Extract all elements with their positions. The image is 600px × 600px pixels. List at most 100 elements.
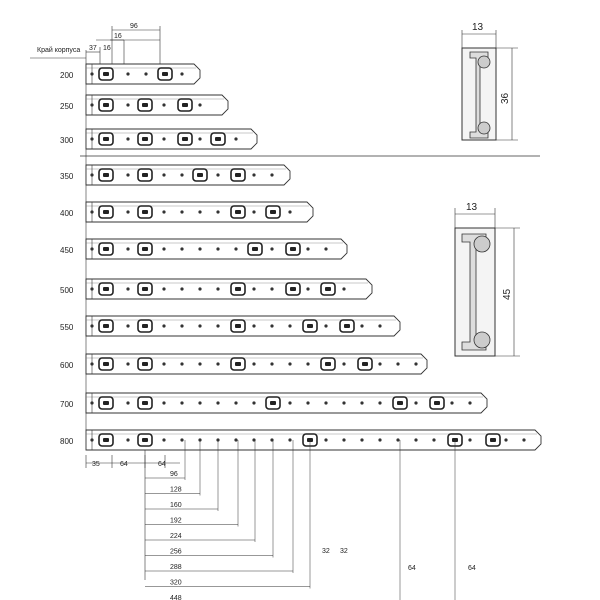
slot-hole [103,72,109,76]
rail-hole [252,210,256,214]
slot-hole [103,137,109,141]
rail-hole [396,438,400,442]
top-dim-96: 96 [130,23,138,30]
slot-hole [103,103,109,107]
rail-hole [342,362,346,366]
slot-hole [142,210,148,214]
slide-row-300: 300 [60,128,258,150]
slide-row-350: 350 [60,164,291,186]
rail-hole [216,324,220,328]
ladder-dim-label: 96 [170,471,178,478]
row-label: 250 [60,102,74,111]
rail-hole [378,324,382,328]
rail-hole [216,362,220,366]
rail-hole [342,401,346,405]
rail-hole [162,137,166,141]
rail-hole [270,287,274,291]
slot-hole [197,173,203,177]
rail-hole [126,137,130,141]
row-label: 550 [60,323,74,332]
rail-hole [126,287,130,291]
rail-hole [162,247,166,251]
rail-hole [180,362,184,366]
slot-hole [490,438,496,442]
slide-row-450: 450 [60,238,348,260]
slot-hole [103,362,109,366]
slot-hole [103,173,109,177]
right-dim-label: 32 [340,548,348,555]
rail-hole [126,173,130,177]
rail-hole [324,324,328,328]
rail-hole [324,438,328,442]
rail-hole [522,438,526,442]
rail-hole [270,362,274,366]
rail-hole [198,210,202,214]
rail-hole [252,287,256,291]
rail-hole [306,247,310,251]
rail-hole [234,247,238,251]
rail-hole [180,247,184,251]
rail-hole [432,438,436,442]
rail-body [85,392,488,414]
slot-hole [103,287,109,291]
rail-hole [162,438,166,442]
slot-hole [290,287,296,291]
rail-hole [162,103,166,107]
rail-hole [198,137,202,141]
rail-hole [216,210,220,214]
rail-hole [306,401,310,405]
rail-hole [162,173,166,177]
rail-hole [378,438,382,442]
rail-hole [288,324,292,328]
row-label: 400 [60,209,74,218]
rail-hole [270,173,274,177]
slide-row-800: 800 [60,429,542,451]
top-dim-16b: 16 [114,33,122,40]
slide-row-550: 550 [60,315,401,337]
slot-hole [270,401,276,405]
slot-hole [103,210,109,214]
rail-body [85,94,229,116]
rail-hole [126,324,130,328]
slide-row-200: 200 [60,63,201,85]
rail-hole [360,401,364,405]
rail-hole [306,287,310,291]
slot-hole [235,362,241,366]
rail-hole [198,247,202,251]
rail-hole [252,362,256,366]
top-dim-37: 37 [89,45,97,52]
slot-hole [142,247,148,251]
rail-hole [234,137,238,141]
first-row-dim: 35 [92,461,100,468]
rail-body [85,353,428,375]
slot-hole [103,438,109,442]
rail-hole [342,438,346,442]
row-label: 600 [60,361,74,370]
rail-hole [216,173,220,177]
rail-hole [234,401,238,405]
rail-hole [180,324,184,328]
rail-hole [144,72,148,76]
rail-hole [288,210,292,214]
profile-1-height: 36 [500,92,511,104]
rail-hole [216,401,220,405]
rail-hole [180,438,184,442]
rail-hole [162,287,166,291]
rail-hole [306,362,310,366]
rail-body [85,278,373,300]
slide-row-250: 250 [60,94,229,116]
ladder-dim-label: 320 [170,580,182,587]
rail-hole [450,401,454,405]
profile-1-width: 13 [472,22,484,33]
slot-hole [103,401,109,405]
rail-hole [180,210,184,214]
rail-hole [270,247,274,251]
bottom-dimensions: 3564649612816019222425628832044854432326… [85,440,476,600]
rail-hole [324,401,328,405]
rail-hole [378,362,382,366]
slot-hole [235,173,241,177]
slot-hole [142,173,148,177]
rail-hole [342,287,346,291]
slide-row-400: 400 [60,201,314,223]
